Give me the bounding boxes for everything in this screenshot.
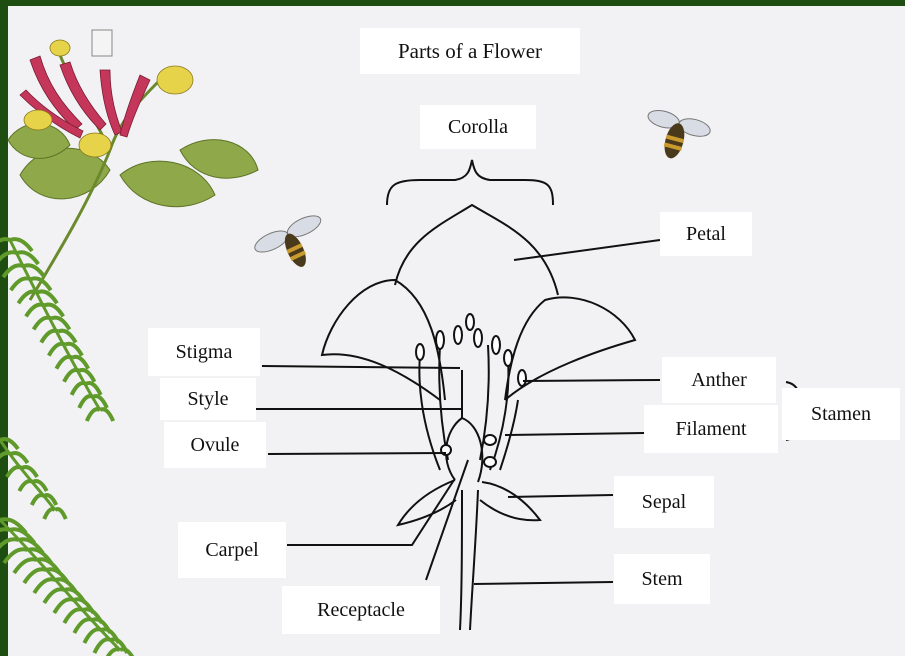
leader-stem	[474, 582, 613, 584]
fern-leaflet	[64, 370, 79, 382]
fern-leaflet	[120, 649, 136, 656]
fern-leaflet	[34, 318, 52, 330]
fern-leaflet	[55, 509, 66, 519]
fern-leaflet	[0, 239, 10, 251]
fern-leaflet	[87, 409, 100, 421]
flower-drawing	[322, 160, 635, 630]
fern-leaflet	[49, 344, 66, 356]
fern-leaflet	[74, 619, 92, 633]
fern-leaflet	[11, 278, 31, 290]
leader-filament	[505, 433, 644, 435]
fern-leaflet	[3, 265, 24, 277]
leader-sepal	[508, 495, 613, 497]
fern-leaflet	[56, 357, 72, 369]
label-receptacle: Receptacle	[282, 586, 440, 634]
fern-leaflet	[0, 252, 17, 264]
fern-leaflet	[7, 467, 22, 477]
bee-icon	[639, 107, 712, 166]
fern-leaflet	[72, 383, 87, 395]
sepal-right	[480, 482, 540, 520]
petal-back	[395, 205, 558, 295]
label-anther: Anther	[662, 357, 776, 403]
honeysuckle-illustration	[8, 30, 258, 300]
fern-leaflet	[26, 305, 45, 317]
label-corolla: Corolla	[420, 105, 536, 149]
fern-leaflet	[19, 481, 33, 491]
label-sepal: Sepal	[614, 476, 714, 528]
fern-leaflet	[84, 629, 101, 643]
leader-stigma	[262, 366, 460, 368]
petal-left	[322, 280, 445, 400]
fern-leaflet	[32, 495, 44, 505]
label-stamen: Stamen	[782, 388, 900, 440]
label-stigma: Stigma	[148, 328, 260, 376]
fern-leaflet	[64, 609, 83, 623]
bee-icon	[252, 211, 336, 281]
label-petal: Petal	[660, 212, 752, 256]
corolla-bracket	[387, 160, 553, 205]
fern-leaflet	[0, 453, 11, 463]
fern-illustration	[0, 239, 136, 656]
fern-leaflet	[79, 396, 93, 408]
label-ovule: Ovule	[164, 422, 266, 468]
fern-leaflet	[18, 291, 37, 303]
label-style: Style	[160, 378, 256, 420]
label-carpel: Carpel	[178, 522, 286, 578]
leader-carpel	[287, 480, 454, 545]
label-stem: Stem	[614, 554, 710, 604]
fern-leaflet	[104, 649, 120, 656]
stem-line	[460, 490, 462, 630]
fern-leaflet	[41, 331, 58, 343]
label-filament: Filament	[644, 405, 778, 453]
leader-anther	[523, 380, 660, 381]
leader-ovule	[268, 453, 446, 454]
fern-leaflet	[44, 509, 55, 519]
fern-leaflet	[100, 409, 113, 421]
fern-leaflet	[94, 639, 110, 653]
diagram-title: Parts of a Flower	[360, 28, 580, 74]
